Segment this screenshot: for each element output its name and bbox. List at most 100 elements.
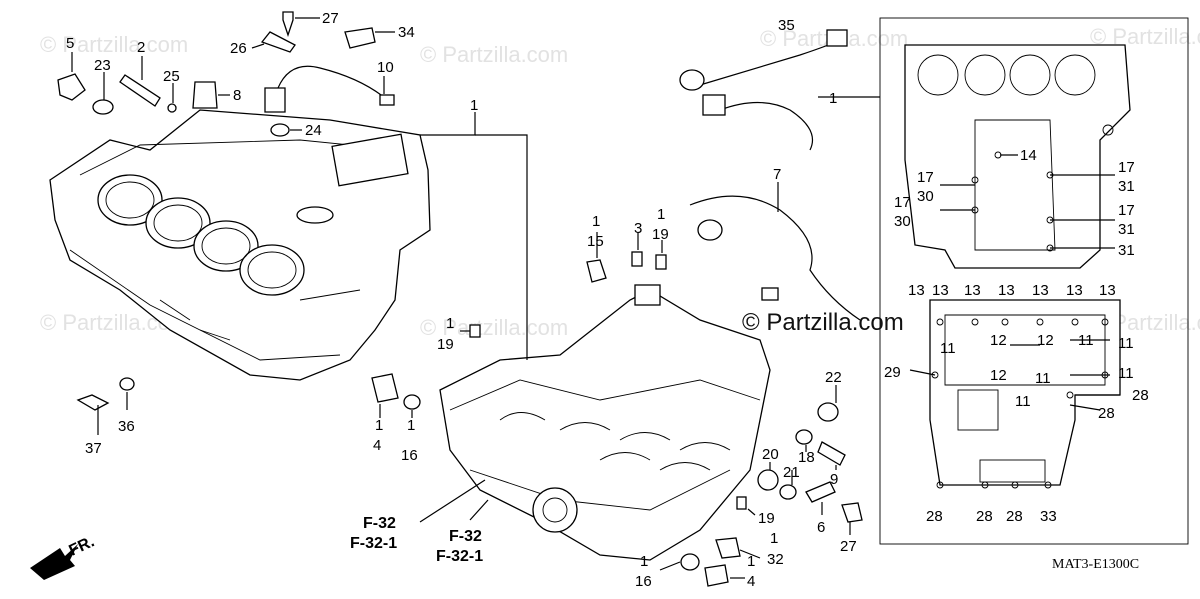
- bolt-part: [841, 502, 863, 523]
- callout-1: 1: [470, 97, 478, 114]
- crankcase-bottom-view: [929, 299, 1121, 489]
- front-direction-indicator: FR.: [30, 533, 97, 580]
- callout-4: 4: [747, 573, 755, 590]
- seal-part: [817, 402, 839, 422]
- callout-13: 13: [932, 282, 949, 299]
- callout-13: 13: [908, 282, 925, 299]
- lower-crankcase: [439, 284, 771, 561]
- washer-part: [795, 429, 813, 445]
- leader-lines: [71, 17, 1120, 579]
- callout-1: 1: [446, 315, 454, 332]
- callout-13: 13: [1032, 282, 1049, 299]
- plug-part: [371, 373, 399, 403]
- harness-connector: [826, 29, 848, 47]
- callout-30: 30: [894, 213, 911, 230]
- callout-11: 11: [1118, 365, 1134, 382]
- seal-part: [779, 484, 797, 500]
- washer-part: [403, 394, 421, 410]
- sensor-connector: [379, 94, 395, 106]
- dowel-part: [469, 324, 481, 338]
- callout-17: 17: [917, 169, 934, 186]
- callout-30: 30: [917, 188, 934, 205]
- crankcase-detail-frame: [879, 17, 1189, 545]
- oil-switch-part: [344, 27, 376, 49]
- ref-f32: F-32: [449, 528, 482, 545]
- washer-part: [119, 377, 135, 391]
- callout-1: 1: [640, 553, 648, 570]
- callout-35: 35: [778, 17, 795, 34]
- harness-boot: [697, 219, 723, 241]
- callout-34: 34: [398, 24, 415, 41]
- callout-19: 19: [758, 510, 775, 527]
- callout-17: 17: [1118, 159, 1135, 176]
- harness-boot: [679, 69, 705, 91]
- callout-19: 19: [437, 336, 454, 353]
- washer-part: [680, 553, 700, 571]
- callout-28: 28: [926, 508, 943, 525]
- callout-31: 31: [1118, 221, 1135, 238]
- callout-32: 32: [767, 551, 784, 568]
- watermark: © Partzilla.com: [420, 315, 568, 340]
- callout-11: 11: [1015, 393, 1031, 410]
- callout-10: 10: [377, 59, 394, 76]
- clamp-part: [805, 481, 836, 503]
- callout-16: 16: [635, 573, 652, 590]
- callout-26: 26: [230, 40, 247, 57]
- diagram-code: MAT3-E1300C: [1052, 557, 1139, 572]
- callout-2: 2: [137, 39, 145, 56]
- clamp-part: [260, 31, 296, 53]
- bolt-part: [715, 537, 741, 559]
- callout-14: 14: [1020, 147, 1037, 164]
- callout-15: 15: [587, 233, 604, 250]
- callout-6: 6: [817, 519, 825, 536]
- switch-part: [817, 441, 846, 466]
- callout-13: 13: [964, 282, 981, 299]
- callout-4: 4: [373, 437, 381, 454]
- callout-3: 3: [634, 220, 642, 237]
- switch-part: [192, 81, 218, 109]
- washer-part: [270, 123, 290, 137]
- ref-f32-1: F-32-1: [350, 535, 397, 552]
- callout-1: 1: [829, 90, 837, 107]
- callout-1: 1: [770, 530, 778, 547]
- watermark-main: © Partzilla.com: [742, 309, 904, 336]
- seal-part: [92, 99, 114, 115]
- callout-7: 7: [773, 166, 781, 183]
- sensor-wire: [277, 65, 386, 99]
- callout-18: 18: [798, 449, 815, 466]
- callout-5: 5: [66, 35, 74, 52]
- callout-1: 1: [657, 206, 665, 223]
- callout-1: 1: [747, 553, 755, 570]
- reference-labels: F-32 F-32-1 F-32 F-32-1: [350, 515, 483, 565]
- arrow-icon: [30, 544, 78, 580]
- callout-27: 27: [840, 538, 857, 555]
- callout-12: 12: [990, 332, 1007, 349]
- small-parts: [57, 11, 863, 587]
- callout-23: 23: [94, 57, 111, 74]
- callout-11: 11: [1078, 332, 1094, 349]
- callout-1: 1: [407, 417, 415, 434]
- sensor-part: [264, 87, 286, 113]
- dowel-part: [736, 496, 747, 510]
- callout-19: 19: [652, 226, 669, 243]
- callout-22: 22: [825, 369, 842, 386]
- seal-part: [757, 469, 779, 491]
- callout-33: 33: [1040, 508, 1057, 525]
- callout-1: 1: [592, 213, 600, 230]
- watermark: © Partzilla.com: [420, 42, 568, 67]
- callout-13: 13: [1099, 282, 1116, 299]
- watermark: © Partzilla.com: [40, 32, 188, 57]
- dowel-part: [631, 251, 643, 267]
- callout-28: 28: [1098, 405, 1115, 422]
- upper-crankcase: [49, 109, 431, 381]
- harness-connector: [702, 94, 726, 116]
- callout-20: 20: [762, 446, 779, 463]
- dowel-part: [655, 254, 667, 270]
- o-ring-part: [167, 103, 177, 113]
- callout-1: 1: [375, 417, 383, 434]
- pipe-part: [119, 74, 161, 107]
- callout-16: 16: [401, 447, 418, 464]
- watermarks: © Partzilla.com © Partzilla.com © Partzi…: [40, 24, 1200, 340]
- plug-part: [704, 564, 729, 587]
